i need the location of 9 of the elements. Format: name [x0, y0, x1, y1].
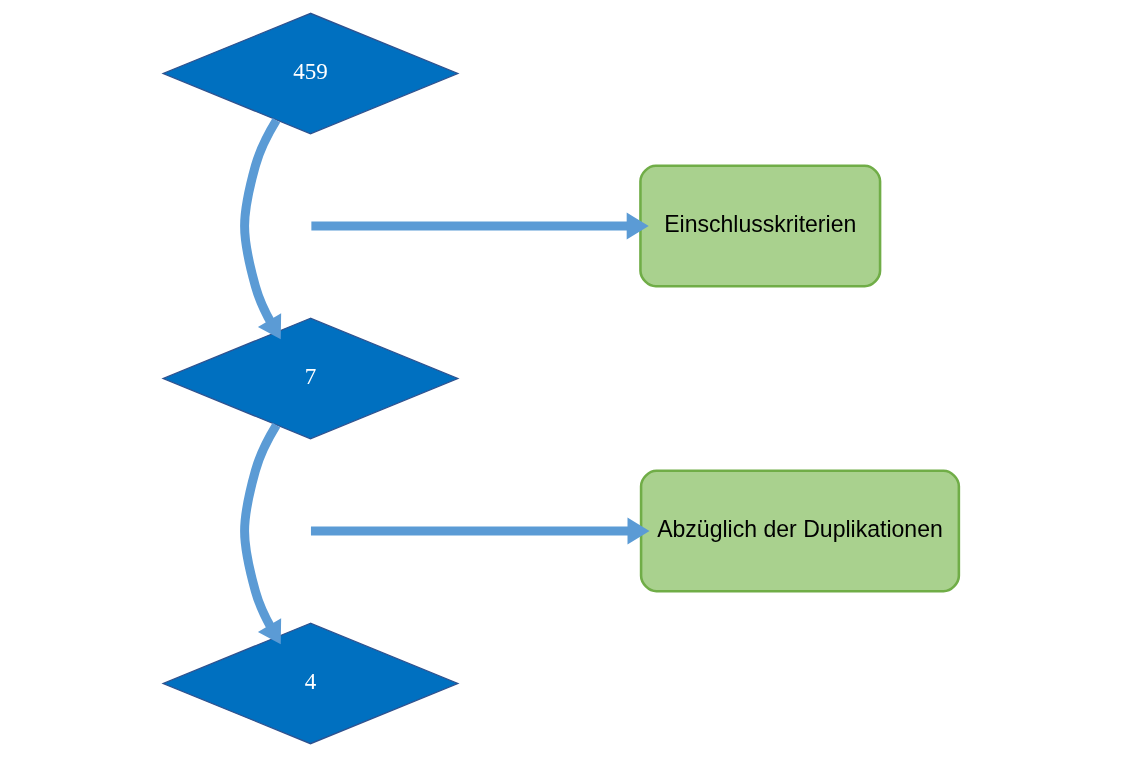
node-box: Einschlusskriterien: [638, 164, 881, 288]
arrow: [310, 517, 650, 545]
node-diamond: 7: [160, 317, 460, 440]
arrow: [310, 212, 649, 240]
node-box: Abzüglich der Duplikationen: [639, 469, 960, 593]
node-diamond: 459: [160, 12, 460, 135]
node-diamond: 4: [160, 622, 460, 745]
arrow: [239, 117, 281, 340]
arrow: [239, 422, 281, 645]
